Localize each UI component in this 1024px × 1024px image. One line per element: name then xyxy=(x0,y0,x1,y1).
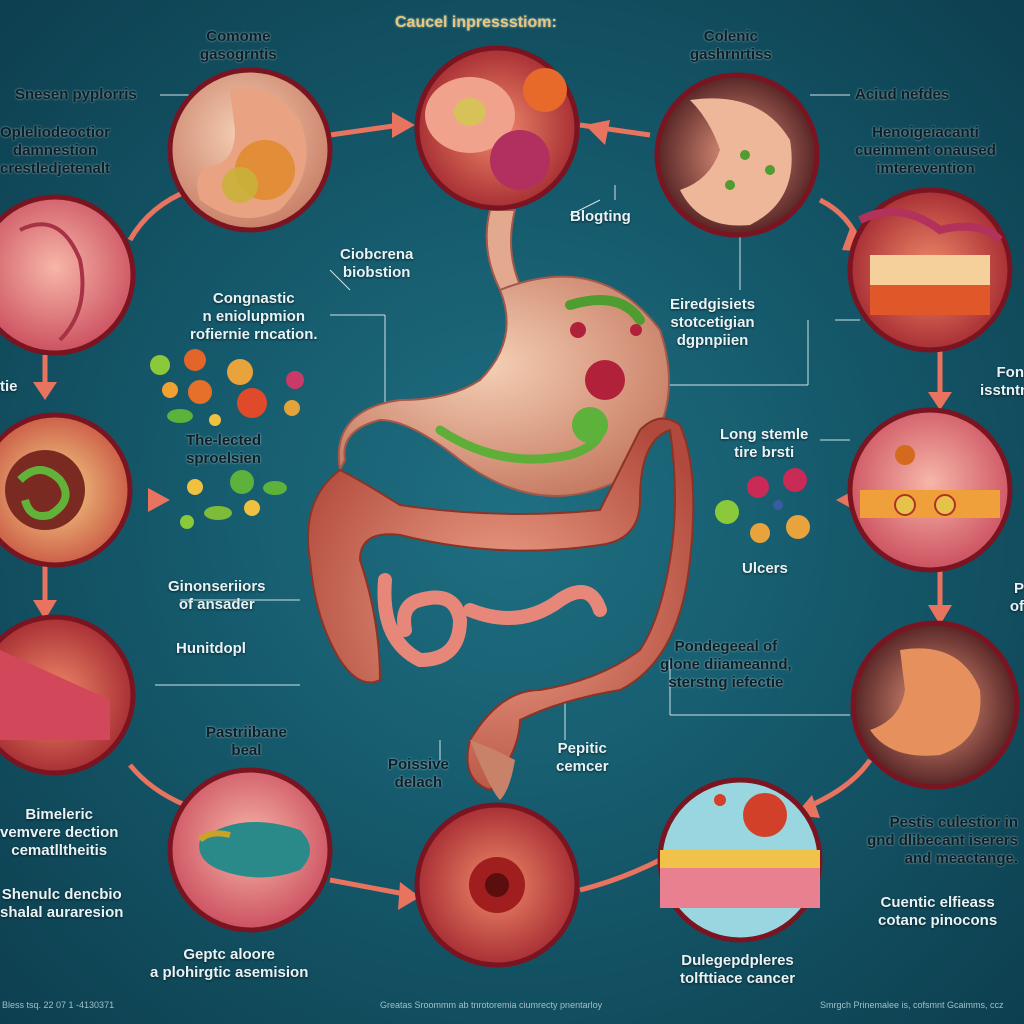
arrowhead xyxy=(585,120,610,145)
arrowhead xyxy=(33,382,57,400)
bacterium xyxy=(204,506,232,520)
connector-arc xyxy=(127,187,191,242)
bacterium xyxy=(150,355,170,375)
bacterium xyxy=(773,500,783,510)
circle-pylorus-tissue xyxy=(0,194,136,356)
bacterium xyxy=(180,515,194,529)
intestinal-worm xyxy=(565,295,645,325)
bacteria-cluster xyxy=(630,324,642,336)
label-acid-reflux: Aciud nefdes xyxy=(855,86,950,103)
arrowhead xyxy=(398,882,420,910)
bacterium xyxy=(244,500,260,516)
circle-bacterium-closeup xyxy=(167,767,333,933)
rectum xyxy=(470,740,515,800)
bacteria-cluster xyxy=(572,407,608,443)
circle-colonic-gastritis xyxy=(654,72,820,238)
circle-tissue-long-stem xyxy=(847,407,1013,573)
digestive-organs xyxy=(307,209,695,800)
connector-arc xyxy=(329,877,411,898)
circle-infected-lumen xyxy=(0,412,133,568)
bacterium xyxy=(286,371,304,389)
bacterium xyxy=(750,523,770,543)
bacteria-cluster xyxy=(585,360,625,400)
bacterium xyxy=(162,382,178,398)
circle-cellular-impression xyxy=(414,45,580,211)
label-partial-left: tie xyxy=(0,378,18,395)
small-intestine-loop xyxy=(377,573,468,668)
label-fon-right: Fonisstntn xyxy=(980,364,1024,399)
circle-cancer-cells xyxy=(657,777,823,943)
label-stenosis-pylorus: Snesen pyplorris xyxy=(15,86,137,103)
circle-ulcer-tissue xyxy=(414,802,580,968)
label-hunitdopl: Hunitdopl xyxy=(176,640,246,657)
bacterium xyxy=(284,400,300,416)
bacterium xyxy=(237,388,267,418)
cycle-arrowheads xyxy=(33,112,952,910)
footer-left: Bless tsq. 22 07 1 -4130371 xyxy=(2,1000,115,1010)
arrowhead xyxy=(148,488,170,512)
bacteria-cluster xyxy=(570,322,586,338)
bacteria-right xyxy=(715,468,810,543)
bacterium xyxy=(184,349,206,371)
label-ulcers: Ulcers xyxy=(742,560,788,577)
bacterium xyxy=(747,476,769,498)
bacterium xyxy=(167,409,193,423)
bacterium xyxy=(230,470,254,494)
connector-arc xyxy=(579,857,662,893)
bacteria-left xyxy=(150,349,304,529)
arrowhead xyxy=(928,392,952,410)
arrowhead xyxy=(33,600,57,620)
bacterium xyxy=(263,481,287,495)
arrowhead xyxy=(928,605,952,625)
bacterium xyxy=(715,500,739,524)
circle-common-gastritis xyxy=(167,67,333,233)
bacterium xyxy=(783,468,807,492)
connector-arc xyxy=(128,763,186,808)
bacterium xyxy=(188,380,212,404)
circle-mucosa-red xyxy=(0,614,136,776)
large-intestine xyxy=(307,417,695,792)
circle-mucosa-layers xyxy=(847,187,1013,353)
bacterium xyxy=(227,359,253,385)
bacterium xyxy=(209,414,221,426)
footer-center: Greatas Sroommm ab tnrotoremia ciumrecty… xyxy=(380,1000,603,1010)
footer-right: Smrgch Prinemalee is, cofsmnt Gcaimms, c… xyxy=(820,1000,1004,1010)
diagram-title: Caucel inpressstiom: xyxy=(395,14,557,31)
connector-arc xyxy=(329,122,401,138)
small-intestine-loop xyxy=(463,585,607,625)
label-bloating: Blogting xyxy=(570,208,631,225)
circle-stomach-small xyxy=(850,620,1020,790)
arrowhead xyxy=(392,112,415,138)
bacterium xyxy=(786,515,810,539)
bacterium xyxy=(187,479,203,495)
